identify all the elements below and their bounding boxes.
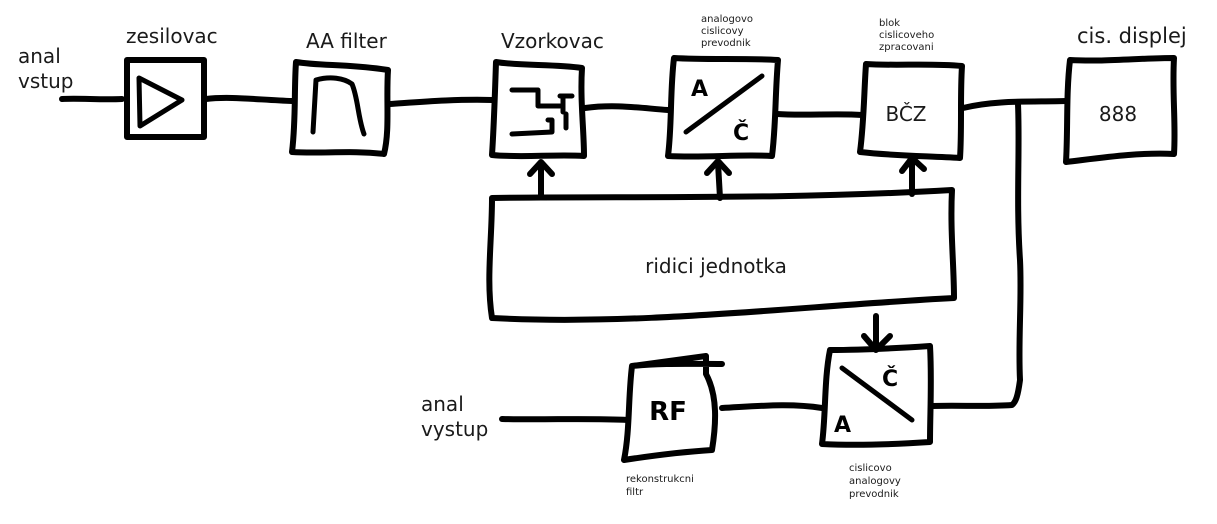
label-analog-input: anal vstup [18, 44, 73, 93]
dsp-block: BČZ [857, 61, 965, 161]
label-aa-filter: AA filter [306, 29, 388, 53]
arrowhead-control-to-adc [704, 158, 732, 176]
aa-filter-box [289, 59, 391, 157]
wire-sampler-to-adc [582, 103, 671, 113]
label-dac-line2: analogovy [849, 476, 901, 487]
adc-letter-a: A [691, 77, 708, 102]
amplifier-triangle-icon [136, 75, 185, 129]
amplifier-block [124, 57, 207, 140]
arrowhead-control-to-sampler [527, 159, 555, 177]
adc-diagonal-icon [683, 73, 765, 135]
adc-letter-c: Č [733, 120, 749, 146]
label-adc: analogovo cislicovy prevodnik [701, 14, 756, 49]
dsp-inner-label: BČZ [885, 102, 926, 126]
label-reconstruction-filter-line1: rekonstrukcni [626, 474, 694, 485]
wire-dac-to-rf [719, 402, 825, 411]
label-reconstruction-filter-line2: filtr [626, 487, 644, 498]
display-box [1063, 55, 1178, 165]
sample-hold-icon [509, 87, 575, 137]
wire-amplifier-to-aafilter [203, 94, 295, 104]
display-value: 888 [1099, 102, 1137, 126]
dac-letter-a: A [834, 413, 851, 438]
label-dsp: blok cislicoveho zpracovani [879, 18, 937, 53]
label-analog-output-line1: anal [421, 392, 464, 416]
amplifier-box [124, 57, 207, 140]
reconstruction-filter-block: RF [621, 353, 725, 463]
dsp-box [857, 61, 965, 161]
control-unit-label: ridici jednotka [645, 254, 787, 278]
dac-diagonal-icon [839, 365, 915, 423]
aa-filter-block [289, 59, 391, 157]
text-labels: anal vstup zesilovac AA filter Vzorkovac… [18, 14, 1187, 500]
adc-block: A Č [665, 55, 781, 160]
adc-box [665, 55, 781, 160]
label-adc-line3: prevodnik [701, 38, 751, 49]
wire-aafilter-to-sampler [387, 96, 495, 107]
label-analog-input-line2: vstup [18, 69, 73, 93]
label-dac-line3: prevodnik [849, 489, 899, 500]
label-dac-line1: cislicovo [849, 463, 892, 474]
sampler-block [489, 59, 587, 160]
reconstruction-filter-box [621, 353, 725, 463]
label-dsp-line1: blok [879, 18, 900, 29]
label-dsp-line2: cislicoveho [879, 30, 934, 41]
wire-dsp-to-display [960, 98, 1069, 111]
signal-wires [59, 94, 1069, 423]
dac-letter-c: Č [882, 366, 898, 392]
display-block: 888 [1063, 55, 1178, 165]
label-analog-input-line1: anal [18, 44, 61, 68]
arrow-control-to-adc [715, 160, 723, 201]
control-unit-block: ridici jednotka [486, 187, 957, 323]
wire-rf-to-output [499, 416, 631, 423]
label-reconstruction-filter: rekonstrukcni filtr [626, 474, 697, 498]
label-analog-output-line2: vystup [421, 417, 488, 441]
wire-input-to-amplifier [59, 95, 125, 103]
lowpass-curve-icon [310, 75, 367, 137]
dac-block: A Č [819, 343, 934, 448]
reconstruction-filter-inner: RF [649, 397, 687, 427]
label-analog-output: anal vystup [421, 392, 488, 441]
label-amplifier: zesilovac [126, 24, 218, 48]
label-display: cis. displej [1077, 24, 1187, 48]
label-dac: cislicovo analogovy prevodnik [849, 463, 904, 500]
label-adc-line2: cislicovy [701, 26, 744, 37]
wire-adc-to-dsp [774, 111, 865, 118]
label-sampler: Vzorkovac [501, 29, 604, 53]
sampler-box [489, 59, 587, 160]
dac-box [819, 343, 934, 448]
control-unit-box [486, 187, 957, 323]
wire-dsp-to-dac-feedback [929, 101, 1024, 409]
label-adc-line1: analogovo [701, 14, 753, 25]
label-dsp-line3: zpracovani [879, 42, 934, 53]
